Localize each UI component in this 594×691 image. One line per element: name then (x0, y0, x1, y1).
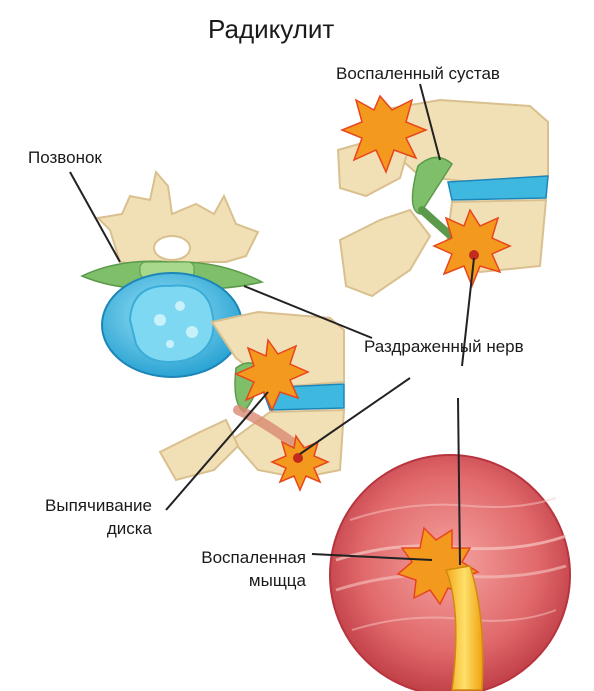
label-irritated-nerve: Раздраженный нерв (364, 337, 524, 356)
inflammation-burst-nerve-lower (270, 434, 330, 492)
label-inflamed-muscle-line1: Воспаленная (201, 548, 306, 567)
inflammation-burst-joint (339, 94, 429, 174)
disc-top-view (101, 272, 243, 378)
label-disc-bulge-line2: диска (106, 519, 152, 538)
leader-lines (69, 83, 475, 566)
label-inflamed-muscle: Воспаленная мыщца (201, 546, 306, 592)
label-inflamed-joint: Воспаленный сустав (336, 64, 500, 83)
label-disc-bulge: Выпячивание диска (45, 494, 152, 540)
disc-nucleus (128, 284, 215, 363)
inflammation-burst-disc (234, 338, 310, 412)
diagram-title: Радикулит (208, 14, 335, 44)
label-disc-bulge-line1: Выпячивание (45, 496, 152, 515)
label-vertebra: Позвонок (28, 148, 102, 167)
label-inflamed-muscle-line2: мыщца (248, 571, 306, 590)
inflammation-burst-nerve-upper (432, 208, 512, 289)
inflamed-muscle-circle (329, 454, 571, 691)
vertebra-top-view (80, 169, 265, 290)
sciatic-nerve (444, 565, 484, 691)
